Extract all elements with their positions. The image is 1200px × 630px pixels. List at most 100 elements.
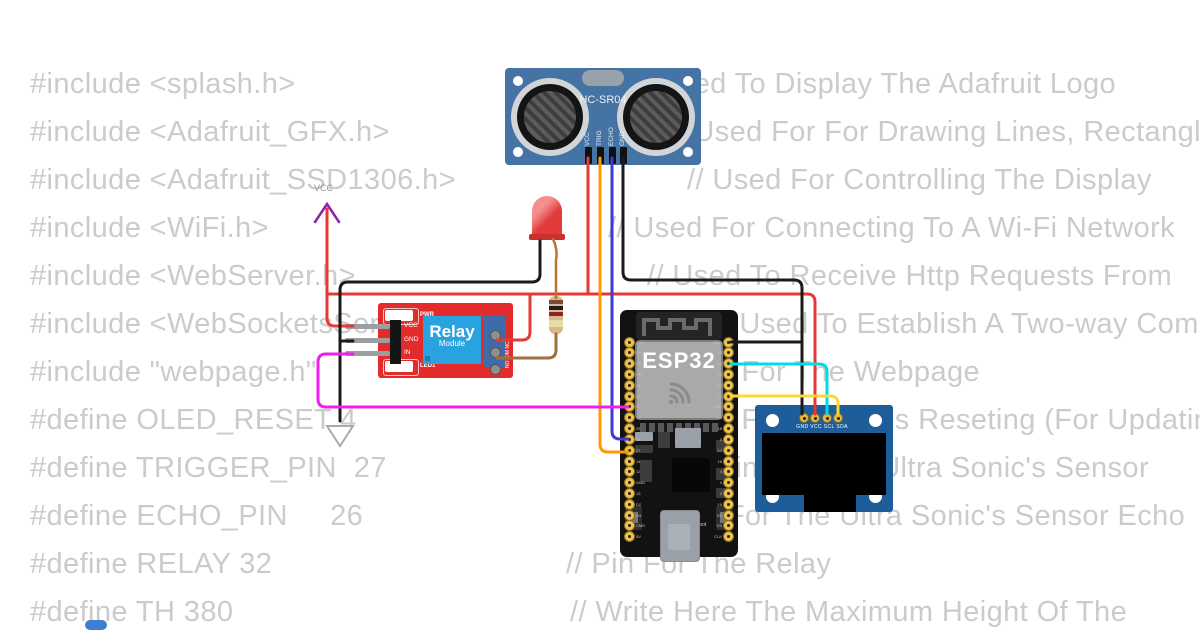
hcsr04-pin-label: VCC [584, 132, 591, 146]
code-comment: // Used To Establish A Two-way Communica… [714, 308, 1200, 340]
hcsr04-pin-vcc [584, 147, 592, 164]
esp32-pin-vp [624, 358, 635, 370]
esp32-pin-label: 3V3 [636, 339, 644, 345]
oled-pin-labels: GND VCC SCL SDA [796, 424, 848, 430]
esp32-pin-26 [624, 433, 635, 445]
oled-pin-sda [833, 413, 843, 423]
esp32-pin-label: 21 [717, 393, 722, 399]
blue-fragment [85, 620, 107, 630]
esp32-pin-34 [624, 379, 635, 391]
esp32-pin-33 [624, 412, 635, 424]
esp32-pin-label: D3 [636, 512, 642, 518]
esp32-pin-rx [723, 379, 734, 391]
esp32-pin-3v3 [624, 336, 635, 348]
code-text: #define OLED_RESET 4 [30, 404, 357, 436]
esp32-pin-17 [723, 444, 734, 456]
mount-hole [683, 76, 693, 86]
esp32-pin-label: 32 [636, 404, 641, 410]
esp32-pin-label: 25 [636, 426, 641, 432]
terminal-screw [490, 330, 501, 341]
esp32-pin-label: EN [636, 350, 642, 356]
relay-lead-vcc [345, 324, 390, 329]
esp32-pin-label: GND [713, 339, 722, 345]
esp32-pin-label: D0 [716, 523, 722, 529]
esp32-pin-label: 5V [636, 534, 641, 540]
ultrasonic-transducer [617, 78, 695, 156]
esp32-pin-18 [723, 423, 734, 435]
hcsr04-label: HC-SR04 [579, 94, 627, 106]
code-line: #define OLED_RESET 4// For Screen's Rese… [0, 404, 1200, 444]
crystal-oscillator [582, 70, 624, 86]
esp32-pin-23 [723, 347, 734, 359]
esp32-pin-13 [624, 487, 635, 499]
resistor [549, 296, 563, 334]
esp32-pin-4 [723, 466, 734, 478]
transducer-mesh [630, 91, 682, 143]
esp32-pin-gnd [624, 477, 635, 489]
code-text: #include <Adafruit_GFX.h> [30, 116, 390, 148]
code-comment: // Used To Display The Adafruit Logo [632, 68, 1117, 100]
resistor-band [549, 306, 563, 310]
esp32-pin-14 [624, 455, 635, 467]
esp32-pin-label: 26 [636, 436, 641, 442]
oled-pin-gnd [799, 413, 809, 423]
code-comment: // Write Here The Maximum Height Of The [570, 596, 1128, 628]
code-line: #define TRIGGER_PIN 27// Pin For The Ult… [0, 452, 1200, 492]
esp32-pin-21 [723, 390, 734, 402]
code-comment: // Used For Controlling The Display [687, 164, 1152, 196]
esp32-pin-5 [723, 433, 734, 445]
esp32-pin-15 [723, 498, 734, 510]
smd-component [635, 445, 653, 453]
esp32-pin-label: 33 [636, 415, 641, 421]
code-comment: // Used For For Drawing Lines, Rectangle… [668, 116, 1200, 148]
mount-hole [869, 414, 882, 427]
code-text: #define ECHO_PIN 26 [30, 500, 364, 532]
esp32-pin-gnd [723, 336, 734, 348]
esp32-pin-25 [624, 423, 635, 435]
wifi-antenna [636, 312, 722, 340]
boot-label: Boot [696, 522, 707, 528]
relay-terminal-block [484, 315, 506, 375]
oled-pin-scl [822, 413, 832, 423]
terminal-screw [490, 347, 501, 358]
esp32-pin-d3 [624, 509, 635, 521]
code-comment: // Used To Receive Http Requests From [647, 260, 1173, 292]
esp32-pin-label: 5 [719, 436, 722, 442]
esp32-pin-label: VN [636, 371, 642, 377]
esp32-pin-label: 19 [717, 415, 722, 421]
usb-connector-inner [668, 524, 690, 550]
code-line: #define TH 380// Write Here The Maximum … [0, 596, 1200, 630]
code-line: #include <WiFi.h>// Used For Connecting … [0, 212, 1200, 252]
esp32-pin-d2 [624, 498, 635, 510]
resistor-band [549, 312, 563, 316]
esp32-pin-label: 4 [719, 469, 722, 475]
esp32-pin-label: 17 [717, 447, 722, 453]
code-line: #include <Adafruit_SSD1306.h>// Used For… [0, 164, 1200, 204]
esp32-pin-label: CLK [714, 534, 722, 540]
code-text: #include <WebServer.h> [30, 260, 356, 292]
relay-pin-label: VCC [404, 322, 418, 329]
esp32-pin-12 [624, 466, 635, 478]
esp32-pin-27 [624, 444, 635, 456]
hcsr04-pin-label: GND [619, 131, 626, 146]
esp32-pin-label: D2 [636, 501, 642, 507]
esp32-pin-label: RX [716, 382, 722, 388]
code-line: #include <splash.h>// Used To Display Th… [0, 68, 1200, 108]
wifi-logo-icon [669, 382, 691, 404]
esp32-pin-19 [723, 412, 734, 424]
code-line: #include "webpage.h"// For The Webpage [0, 356, 1200, 396]
esp32-pin-label: 35 [636, 393, 641, 399]
esp32-pin-label: 16 [717, 458, 722, 464]
relay-subtitle: Module [438, 339, 466, 348]
esp32-pin-32 [624, 401, 635, 413]
esp32-pin-35 [624, 390, 635, 402]
mount-hole [766, 414, 779, 427]
transducer-mesh [524, 91, 576, 143]
relay-dot [425, 356, 430, 361]
voltage-regulator [675, 428, 701, 448]
smd-row [640, 423, 720, 432]
oled-screen [762, 433, 886, 495]
